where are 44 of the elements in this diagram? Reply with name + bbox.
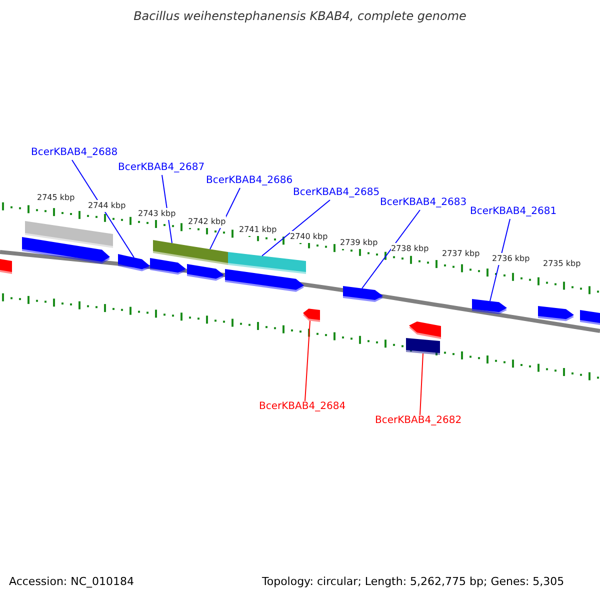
scale-label: 2741 kbp bbox=[239, 224, 277, 236]
scale-label: 2739 kbp bbox=[340, 237, 378, 249]
gene-label: BcerKBAB4_2684 bbox=[259, 401, 346, 413]
gene-label: BcerKBAB4_2683 bbox=[380, 197, 467, 209]
gene-block bbox=[538, 306, 574, 322]
leader-line bbox=[262, 200, 330, 256]
gene-block bbox=[406, 338, 440, 355]
leader-line bbox=[304, 320, 310, 402]
scale-label: 2745 kbp bbox=[37, 192, 75, 204]
gene-block bbox=[25, 221, 113, 248]
scale-label: 2738 kbp bbox=[391, 243, 429, 255]
gene-block bbox=[228, 252, 306, 274]
gene-block bbox=[343, 286, 383, 302]
leader-line bbox=[72, 160, 134, 258]
gene-block bbox=[472, 299, 507, 314]
footer-text: Topology: circular; Length: 5,262,775 bp; Genes: 5,305 bbox=[262, 576, 564, 588]
gene-block bbox=[22, 237, 110, 264]
gene-block bbox=[580, 310, 600, 325]
gene-label: BcerKBAB4_2686 bbox=[206, 175, 293, 187]
footer-text: Accession: NC_010184 bbox=[9, 576, 134, 588]
gene-label: BcerKBAB4_2688 bbox=[31, 147, 118, 159]
gene-label: BcerKBAB4_2685 bbox=[293, 187, 380, 199]
gene-block bbox=[0, 259, 12, 274]
gene-block bbox=[190, 246, 228, 265]
scale-label: 2735 kbp bbox=[543, 258, 581, 270]
leader-line bbox=[490, 218, 510, 302]
scale-label: 2740 kbp bbox=[290, 231, 328, 243]
gene-block bbox=[150, 258, 186, 275]
scale-label: 2742 kbp bbox=[188, 216, 226, 228]
gene-block bbox=[118, 254, 150, 272]
gene-block bbox=[303, 308, 320, 322]
scale-label: 2744 kbp bbox=[88, 200, 126, 212]
diagram-title: Bacillus weihenstephanensis KBAB4, complete genome bbox=[132, 10, 468, 22]
gene-block bbox=[187, 264, 224, 281]
scale-label: 2736 kbp bbox=[492, 253, 530, 265]
scale-label: 2743 kbp bbox=[138, 208, 176, 220]
gene-label: BcerKBAB4_2681 bbox=[470, 206, 557, 218]
gene-label: BcerKBAB4_2682 bbox=[375, 415, 462, 427]
gene-block bbox=[153, 240, 190, 259]
leader-line bbox=[362, 210, 420, 289]
gene-label: BcerKBAB4_2687 bbox=[118, 162, 205, 174]
scale-label: 2737 kbp bbox=[442, 248, 480, 260]
leader-line bbox=[420, 353, 424, 416]
gene-block bbox=[409, 322, 441, 339]
